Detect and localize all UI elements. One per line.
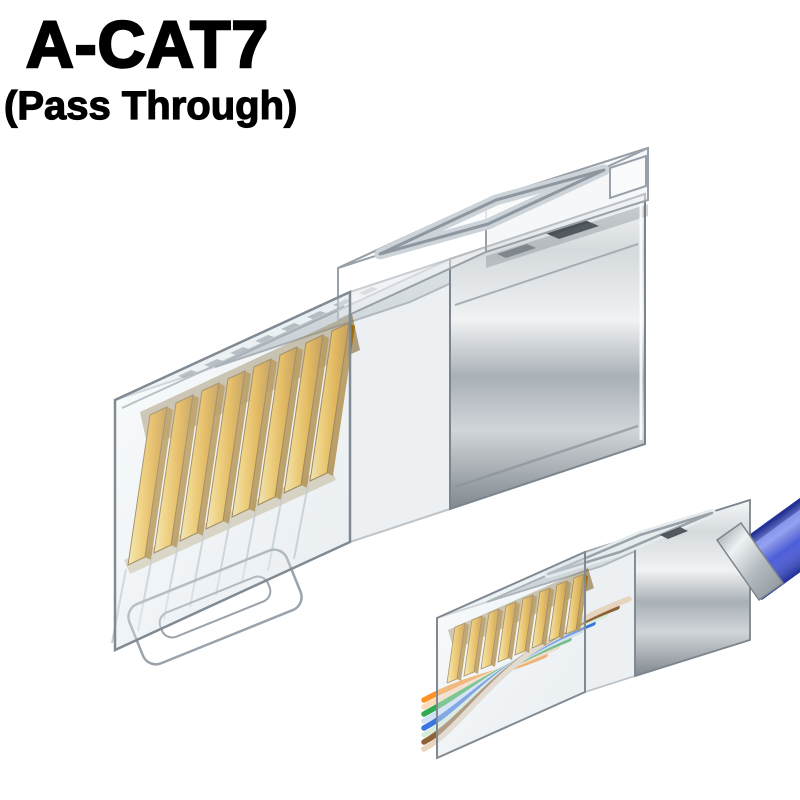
inset-connector (421, 497, 800, 760)
shield-details (454, 198, 648, 489)
housing-front-face (113, 290, 352, 652)
inset-shield-side-face (634, 498, 751, 678)
crimp-sleeve (715, 521, 785, 602)
main-connector (111, 146, 649, 666)
product-subtitle: (Pass Through) (3, 83, 298, 128)
latch-tab (609, 154, 647, 200)
latch-clip (337, 146, 649, 322)
inset-housing-front-face (436, 550, 586, 760)
inset-latch-ring (544, 509, 716, 578)
front-face-edge-line (121, 305, 345, 409)
product-title: A-CAT7 (25, 6, 270, 83)
